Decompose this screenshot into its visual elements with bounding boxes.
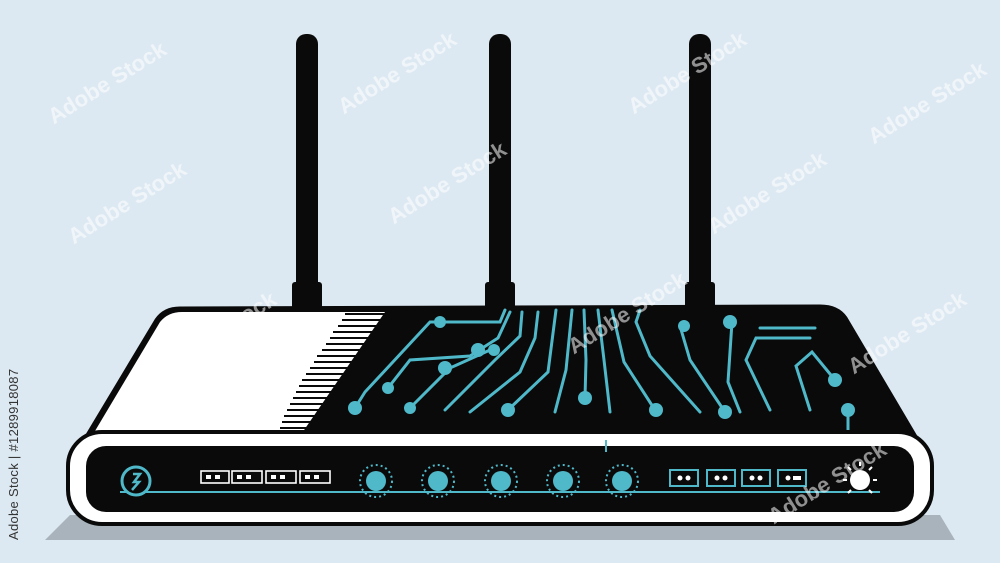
circuit-traces [353, 308, 850, 432]
antennas [292, 34, 715, 310]
status-light-icon [359, 464, 393, 498]
port-icon [777, 469, 807, 487]
stock-id: Adobe Stock | #1289918087 [6, 368, 21, 540]
status-light-icon [484, 464, 518, 498]
power-button[interactable] [120, 465, 152, 497]
port-icon [231, 470, 263, 484]
right-ports [669, 469, 807, 487]
port-icon [265, 470, 297, 484]
antenna-icon [689, 34, 711, 310]
status-light-icon [546, 464, 580, 498]
panel-hatching [280, 313, 385, 429]
antenna-icon [489, 34, 511, 310]
port-icon [669, 469, 699, 487]
ethernet-ports [200, 470, 331, 484]
port-icon [706, 469, 736, 487]
status-light-icon [421, 464, 455, 498]
status-indicators [359, 464, 639, 498]
antenna-icon [296, 34, 318, 310]
port-icon [741, 469, 771, 487]
circuit-pads [348, 315, 855, 419]
status-light-icon [605, 464, 639, 498]
brightness-icon [843, 462, 877, 494]
port-icon [299, 470, 331, 484]
port-icon [200, 470, 230, 484]
